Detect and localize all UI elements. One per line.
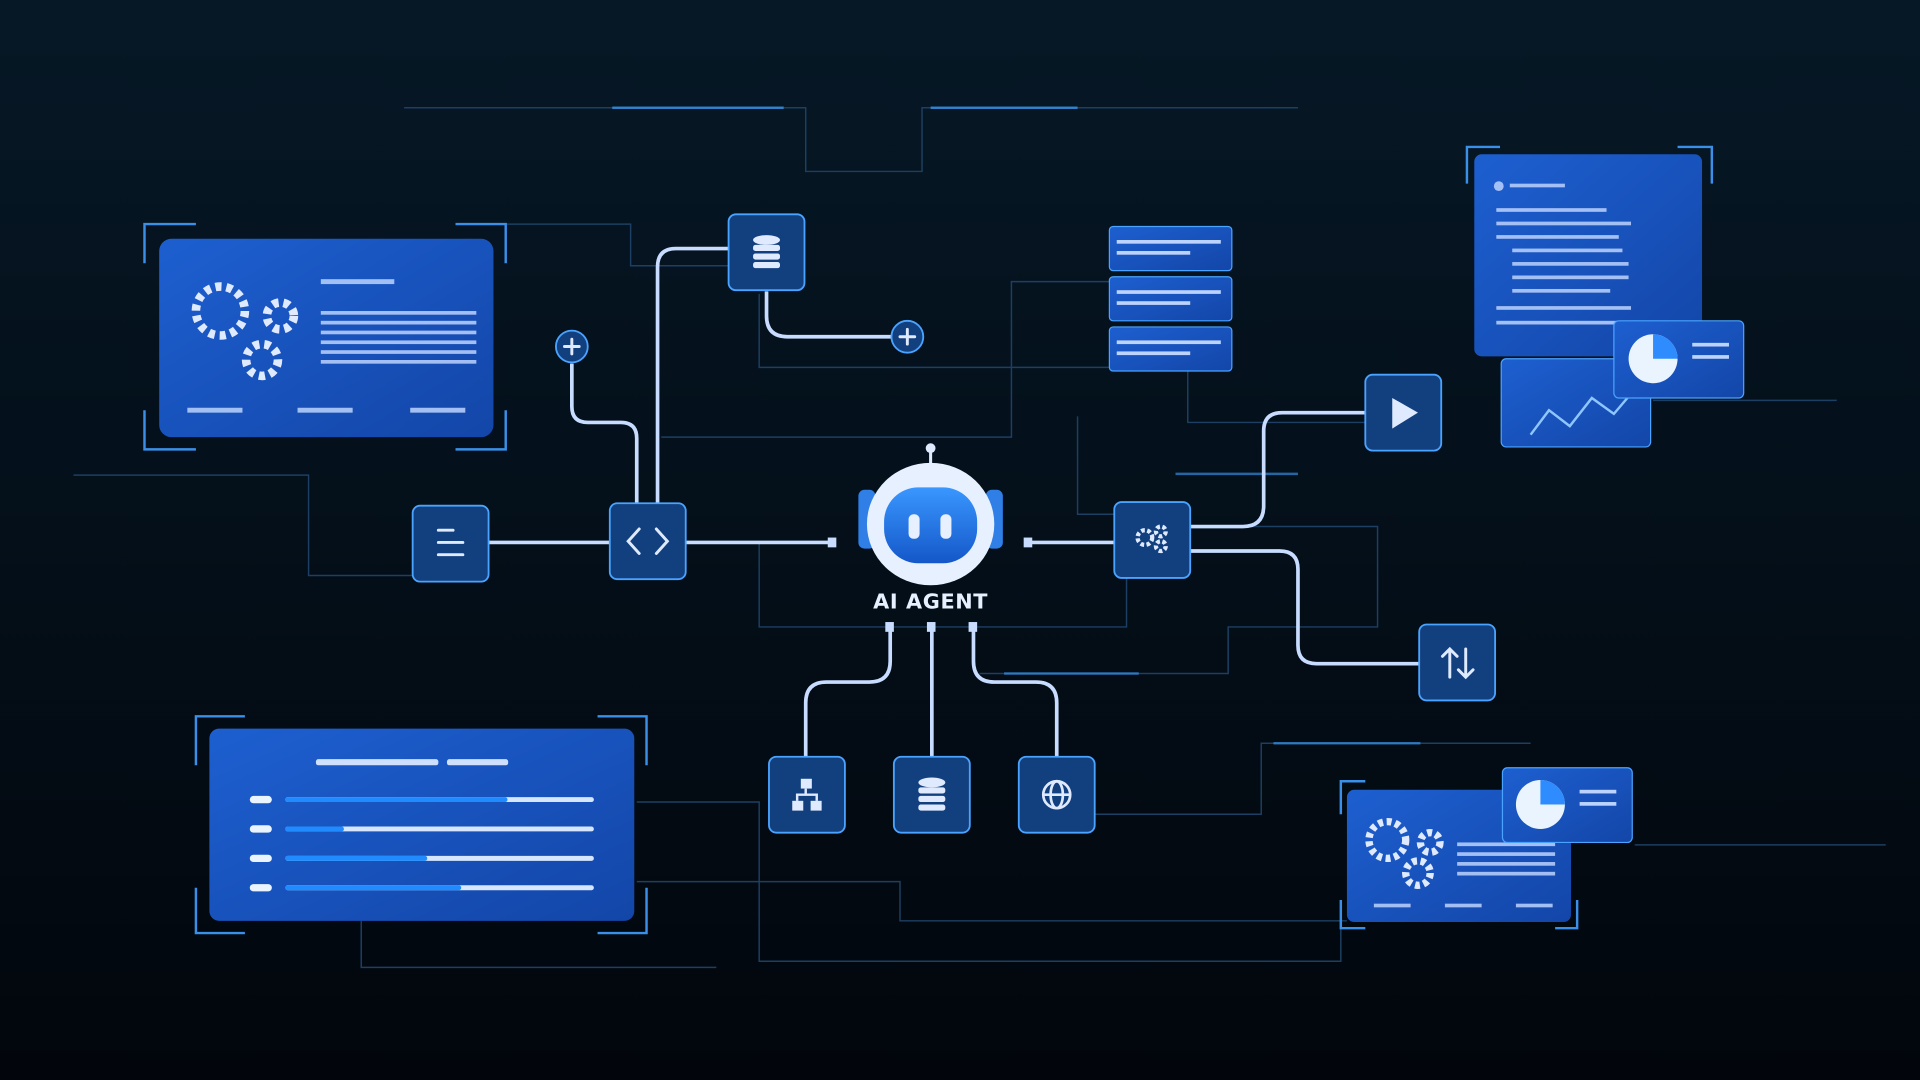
bullet-dot [249, 825, 272, 833]
progress-fill [285, 885, 462, 891]
gears-icon [191, 282, 299, 381]
code-node[interactable] [608, 502, 687, 581]
settings-panel-top-left [143, 222, 507, 451]
play-node[interactable] [1364, 373, 1443, 452]
menu-node[interactable] [411, 504, 490, 583]
add-left-button[interactable] [555, 329, 589, 364]
bullet-dot [249, 854, 272, 863]
database-icon [918, 777, 946, 811]
server-stack[interactable] [1108, 225, 1233, 372]
progress-fill [285, 855, 428, 861]
database-top-node[interactable] [727, 213, 806, 292]
plus-icon [898, 327, 917, 346]
line-chart-icon [1529, 388, 1636, 436]
play-icon [1392, 397, 1418, 429]
circuit-traces [73, 106, 1886, 969]
robot-icon [858, 443, 1003, 586]
database-icon [753, 235, 780, 269]
document-panel-top-right [1465, 145, 1745, 448]
ai-agent[interactable]: AI AGENT [827, 443, 1033, 632]
web-node[interactable] [1017, 755, 1096, 834]
hierarchy-node[interactable] [768, 755, 846, 834]
connection-wires [488, 246, 1420, 757]
sitemap-icon [792, 778, 822, 811]
progress-fill [285, 797, 508, 803]
arrows-up-down-icon [1440, 646, 1475, 680]
add-right-button[interactable] [890, 319, 925, 354]
globe-icon [1041, 779, 1072, 810]
plus-icon [563, 337, 581, 356]
database-bottom-node[interactable] [892, 755, 971, 834]
settings-panel-bottom-right [1339, 767, 1633, 930]
agent-label: AI AGENT [873, 590, 988, 614]
code-brackets-icon [626, 527, 670, 555]
transfer-node[interactable] [1418, 623, 1497, 702]
progress-panel [194, 715, 648, 935]
progress-fill [285, 826, 344, 832]
settings-node[interactable] [1113, 501, 1192, 579]
progress-track [285, 826, 594, 832]
gears-icon [1135, 524, 1168, 554]
bullet-dot [249, 795, 272, 804]
bullet-dot [249, 884, 272, 892]
server-stack-icon [1108, 225, 1233, 372]
menu-lines-icon [436, 528, 465, 557]
